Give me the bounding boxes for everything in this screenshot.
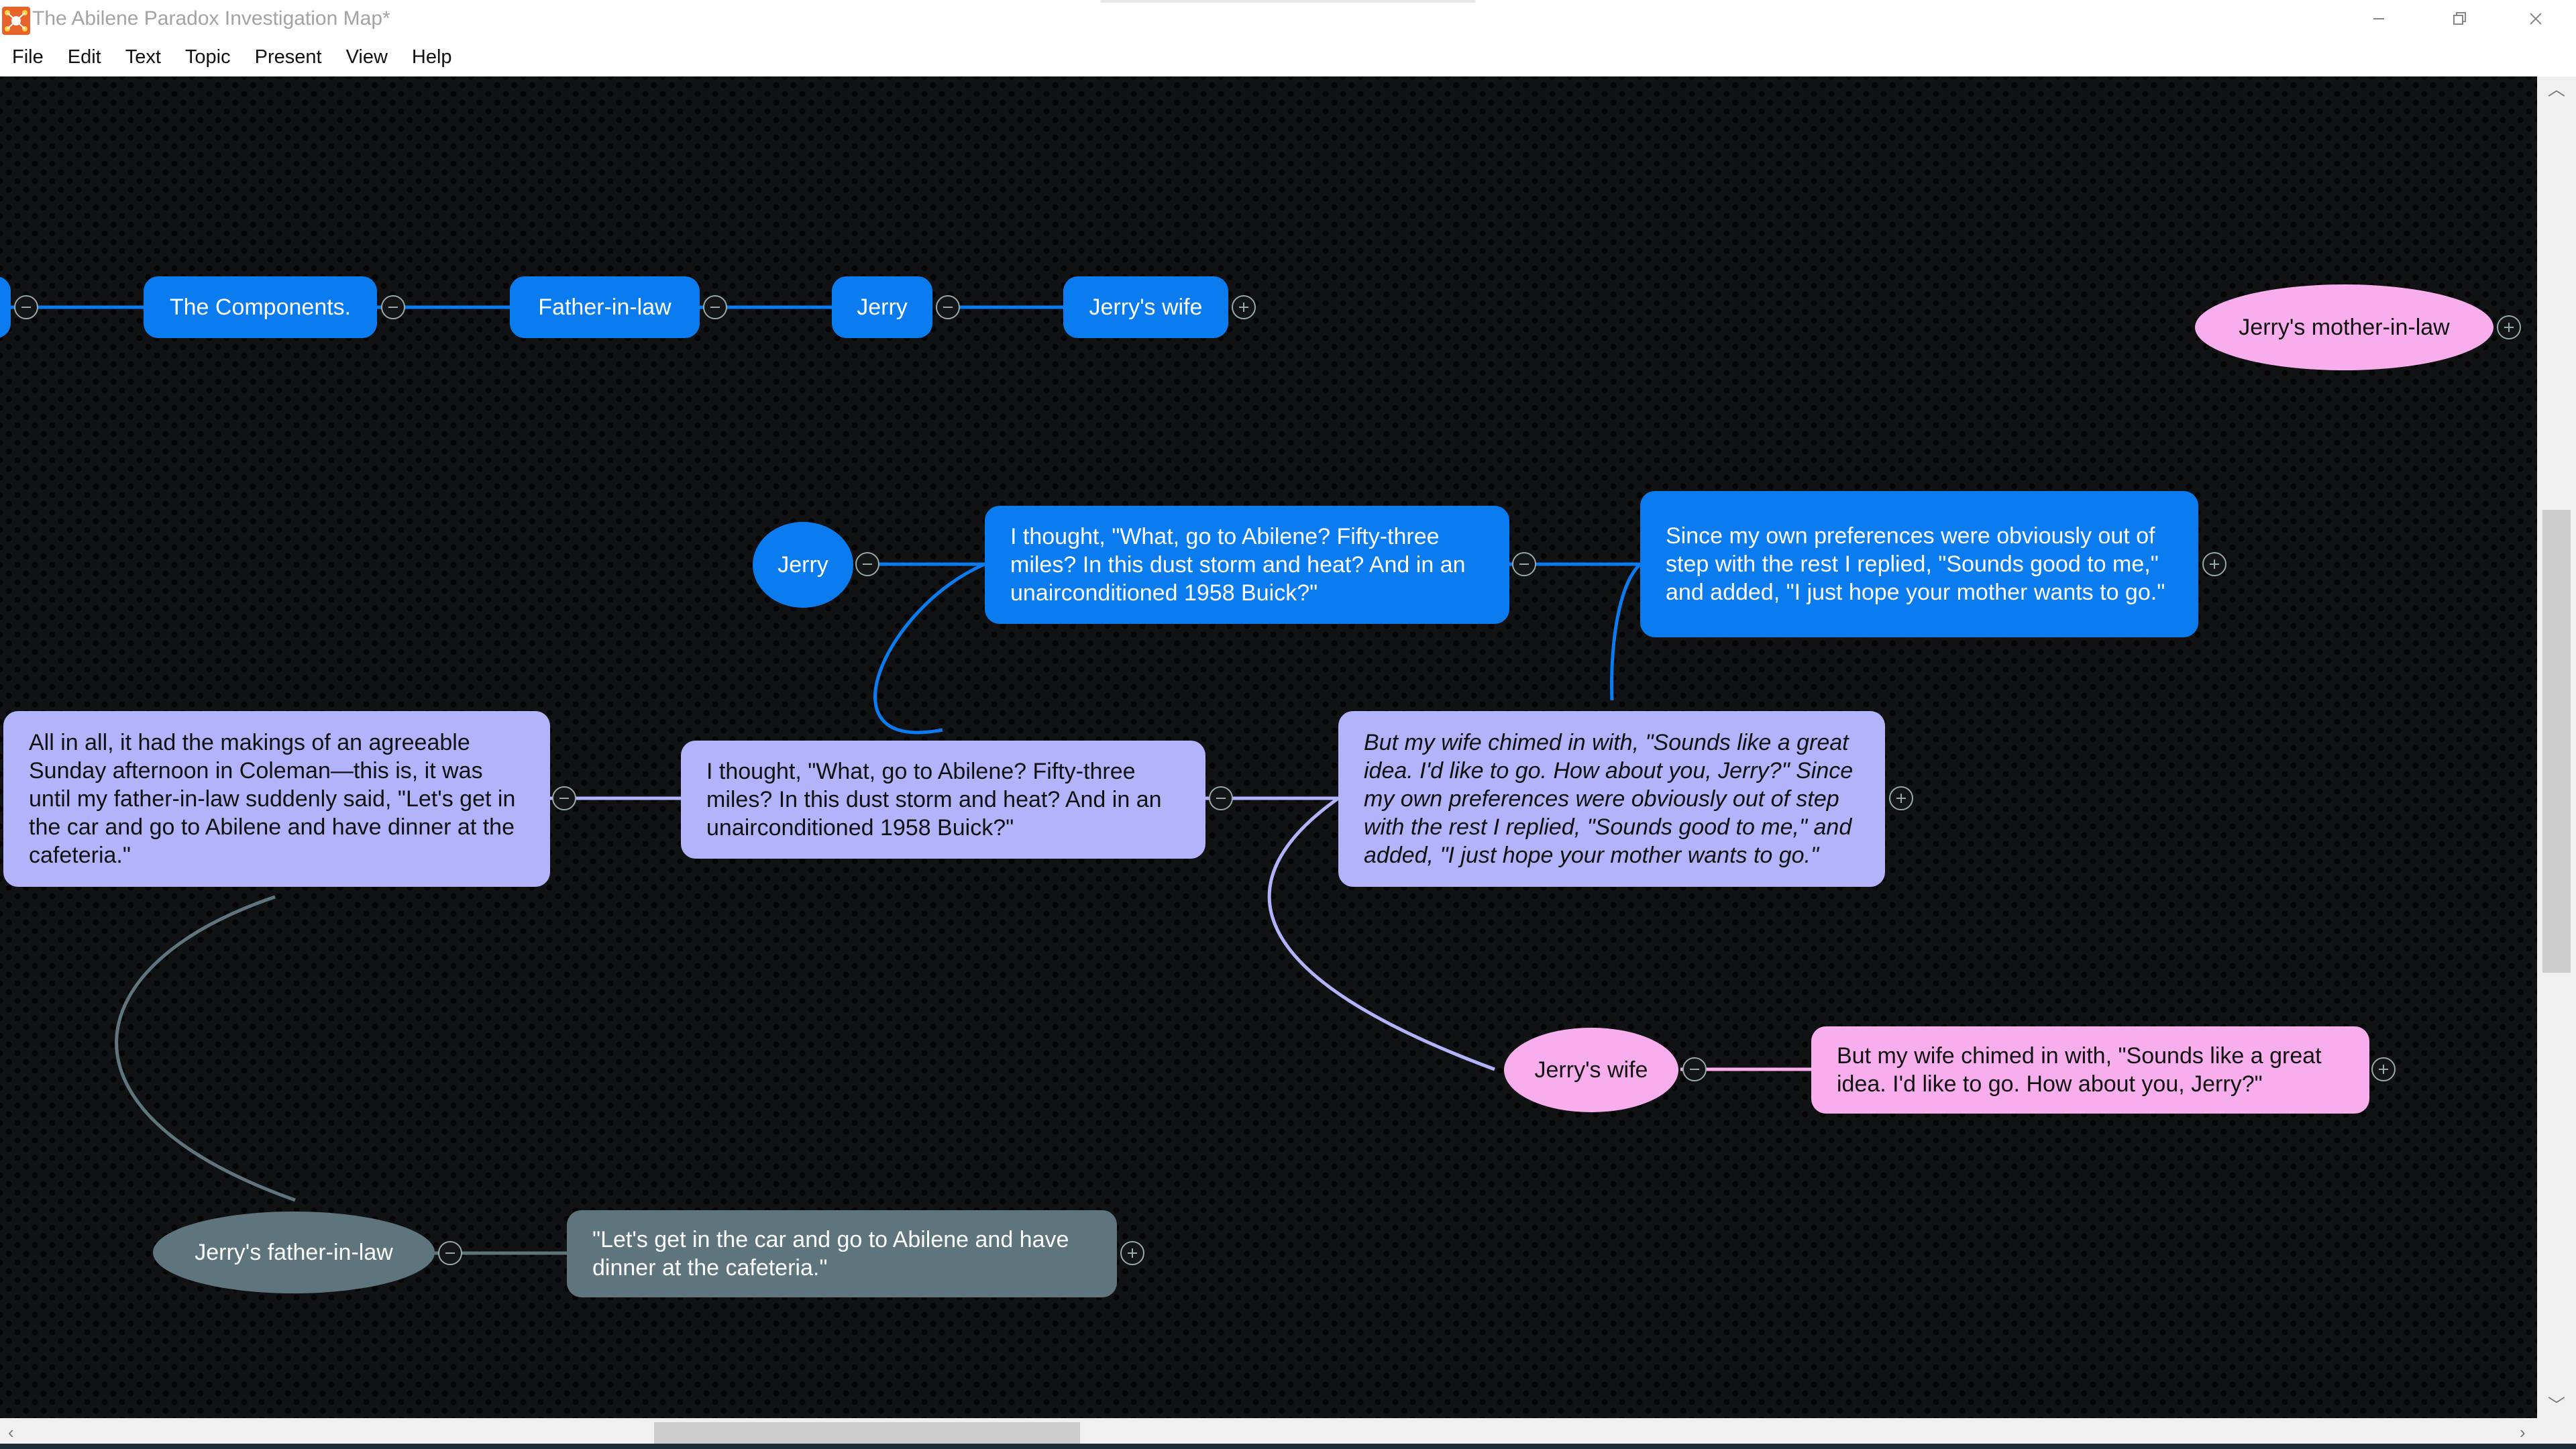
scroll-up-icon[interactable]: ︿ — [2548, 79, 2566, 99]
menu-file[interactable]: File — [12, 46, 44, 68]
topic-summary[interactable]: All in all, it had the makings of an agr… — [3, 711, 550, 887]
expand-plus-icon — [1896, 794, 1906, 803]
collapse-minus-icon — [1216, 798, 1226, 799]
topic-jerry-reply[interactable]: Since my own preferences were obviously … — [1640, 491, 2198, 637]
collapse-minus-icon — [559, 798, 569, 799]
horizontal-scroll-thumb[interactable] — [654, 1422, 1080, 1445]
scroll-down-icon[interactable]: ﹀ — [2548, 1395, 2566, 1415]
topic-father-in-law[interactable]: Father-in-law — [510, 276, 700, 338]
topic-wife-quote-long[interactable]: But my wife chimed in with, "Sounds like… — [1338, 711, 1885, 887]
scroll-right-icon[interactable]: › — [2520, 1422, 2526, 1442]
expand-plus-icon — [1239, 303, 1248, 312]
expand-plus-icon — [1128, 1248, 1137, 1258]
collapse-toggle[interactable] — [438, 1241, 462, 1265]
topic-jerrys-wife[interactable]: Jerry's wife — [1504, 1028, 1678, 1112]
collapse-minus-icon — [1519, 564, 1529, 565]
topic-wife-quote[interactable]: But my wife chimed in with, "Sounds like… — [1811, 1026, 2369, 1114]
expand-toggle[interactable] — [2371, 1057, 2396, 1081]
collapse-toggle[interactable] — [703, 295, 727, 319]
menu-text[interactable]: Text — [125, 46, 161, 68]
window-bottom-edge — [0, 1444, 2576, 1449]
window-title: The Abilene Paradox Investigation Map* — [32, 7, 390, 30]
collapse-minus-icon — [710, 307, 720, 308]
minimize-icon — [2373, 18, 2384, 19]
vertical-scroll-thumb[interactable] — [2542, 510, 2571, 973]
topic-jerry-thought[interactable]: I thought, "What, go to Abilene? Fifty-t… — [985, 506, 1509, 624]
collapse-minus-icon — [445, 1252, 455, 1254]
collapse-minus-icon — [388, 307, 398, 308]
title-bar-grip — [1100, 0, 1476, 3]
expand-toggle[interactable] — [1232, 295, 1256, 319]
close-button[interactable] — [2496, 0, 2576, 38]
topic-the-components[interactable]: The Components. — [144, 276, 377, 338]
restore-icon — [2453, 12, 2466, 25]
mind-map-canvas[interactable]: The Components. Father-in-law Jerry Jerr… — [0, 76, 2537, 1418]
close-icon — [2530, 13, 2542, 25]
topic-thought-copy[interactable]: I thought, "What, go to Abilene? Fifty-t… — [681, 741, 1205, 859]
topic-jerrys-wife-top[interactable]: Jerry's wife — [1063, 276, 1228, 338]
collapse-toggle[interactable] — [936, 295, 960, 319]
title-bar: The Abilene Paradox Investigation Map* — [0, 0, 2576, 38]
expand-toggle[interactable] — [2202, 552, 2226, 576]
collapse-minus-icon — [943, 307, 953, 308]
menu-bar: File Edit Text Topic Present View Help — [0, 38, 2576, 76]
menu-topic[interactable]: Topic — [184, 46, 231, 68]
scroll-left-icon[interactable]: ‹ — [8, 1422, 14, 1442]
expand-plus-icon — [2504, 323, 2514, 332]
collapse-toggle[interactable] — [855, 552, 879, 576]
expand-plus-icon — [2379, 1065, 2388, 1074]
collapse-toggle[interactable] — [381, 295, 405, 319]
collapse-toggle[interactable] — [1209, 786, 1233, 810]
collapse-toggle[interactable] — [1682, 1057, 1707, 1081]
collapse-toggle[interactable] — [14, 295, 38, 319]
expand-plus-icon — [2210, 559, 2219, 569]
topic-father-quote[interactable]: "Let's get in the car and go to Abilene … — [567, 1210, 1117, 1297]
topic-jerrys-mother-in-law[interactable]: Jerry's mother-in-law — [2195, 284, 2493, 370]
collapse-minus-icon — [1690, 1069, 1699, 1070]
mindmap-app-icon — [2, 7, 30, 35]
minimize-button[interactable] — [2339, 0, 2419, 38]
collapse-minus-icon — [21, 307, 31, 308]
topic-jerry-top[interactable]: Jerry — [832, 276, 932, 338]
collapse-toggle[interactable] — [552, 786, 576, 810]
expand-toggle[interactable] — [1889, 786, 1913, 810]
topic-jerry[interactable]: Jerry — [753, 522, 853, 608]
topic-jerrys-father-in-law[interactable]: Jerry's father-in-law — [153, 1212, 435, 1293]
expand-toggle[interactable] — [2497, 315, 2521, 339]
menu-present[interactable]: Present — [254, 46, 322, 68]
expand-toggle[interactable] — [1120, 1241, 1144, 1265]
collapse-minus-icon — [863, 564, 872, 565]
restore-button[interactable] — [2419, 0, 2500, 38]
offscreen-root-topic[interactable] — [0, 276, 11, 338]
menu-edit[interactable]: Edit — [67, 46, 101, 68]
collapse-toggle[interactable] — [1512, 552, 1536, 576]
menu-help[interactable]: Help — [411, 46, 452, 68]
menu-view[interactable]: View — [345, 46, 388, 68]
